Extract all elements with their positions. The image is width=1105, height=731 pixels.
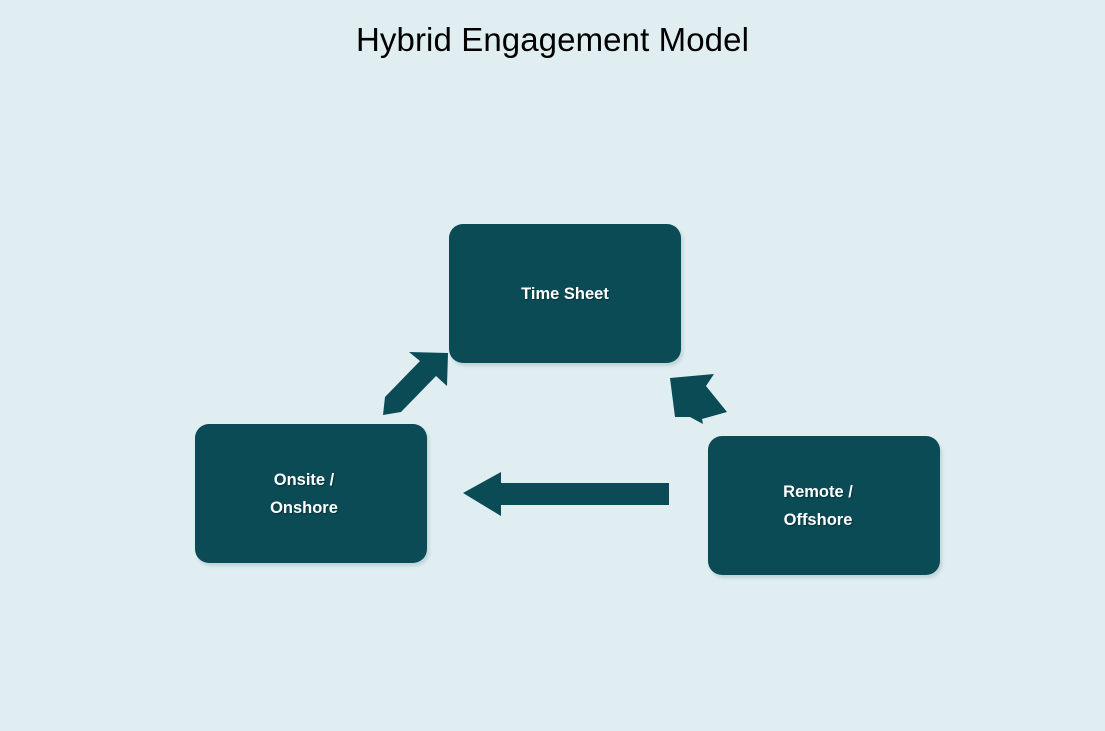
page-title: Hybrid Engagement Model <box>355 21 749 58</box>
arrow-left-icon <box>463 472 669 516</box>
arrow-up-left-icon <box>670 374 727 424</box>
diagram-node-label: Onsite / Onshore <box>270 470 338 517</box>
diagram-node-time-sheet[interactable]: Time Sheet <box>449 224 681 363</box>
double-headed-diagonal-arrow-icon <box>383 352 448 415</box>
arrow-up-left-shape <box>670 374 727 424</box>
double-arrow-shape <box>383 352 448 415</box>
diagram-node-remote-offshore[interactable]: Remote / Offshore <box>708 436 940 575</box>
arrow-left-shape <box>463 472 669 516</box>
diagram-node-onsite-onshore[interactable]: Onsite / Onshore <box>195 424 427 563</box>
diagram-node-label: Time Sheet <box>521 284 609 303</box>
diagram-node-label: Remote / Offshore <box>783 482 853 529</box>
